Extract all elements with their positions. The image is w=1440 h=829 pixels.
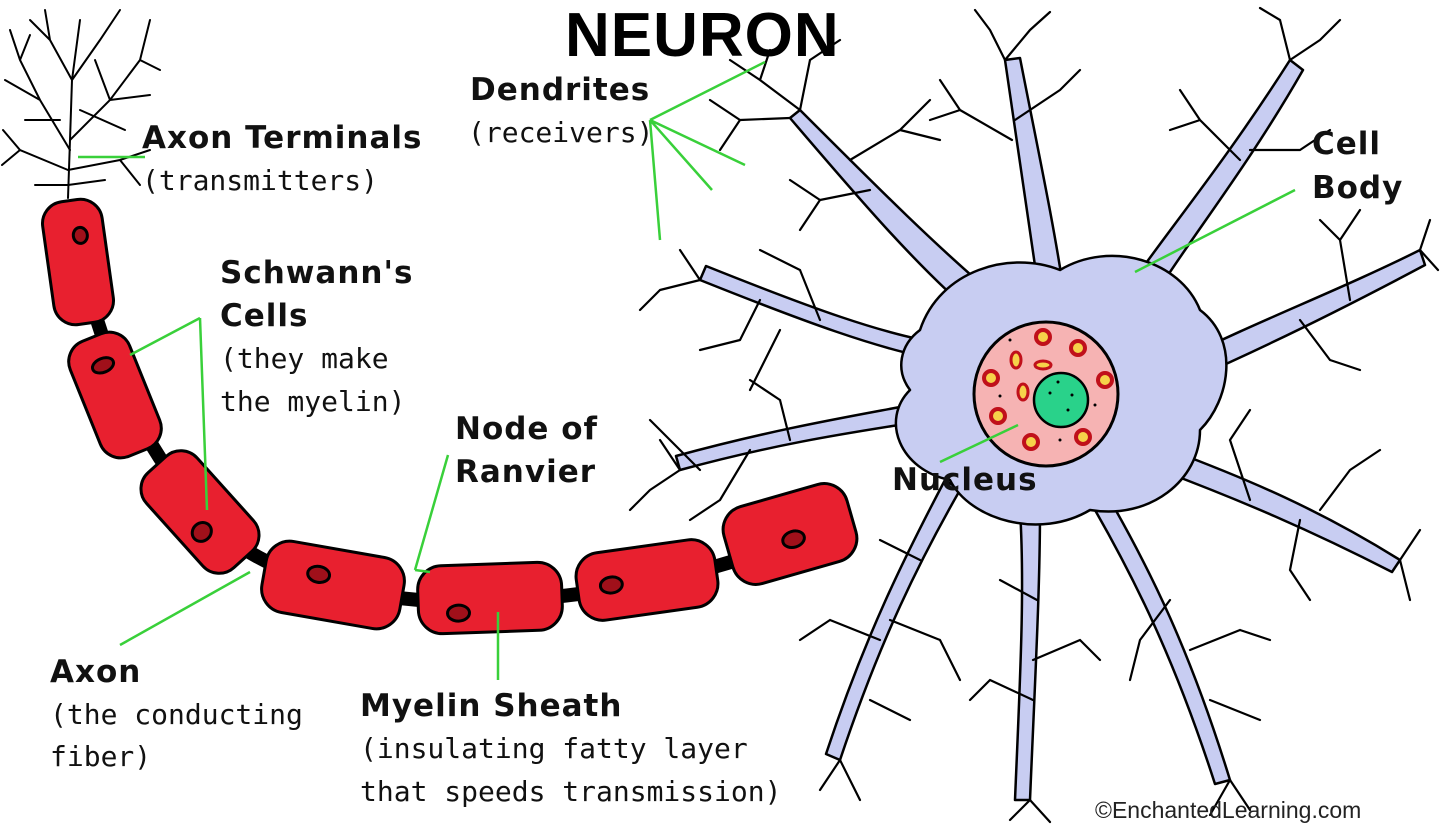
node-of-ranvier-leader xyxy=(413,454,450,574)
myelin-sheath xyxy=(41,197,859,636)
myelin-sheath-desc-line1: (insulating fatty layer xyxy=(360,732,748,765)
diagram-title: NEURON xyxy=(565,1,840,70)
myelin-sheath-label: Myelin Sheath xyxy=(360,688,623,724)
schwanns-cells-label-line2: Cells xyxy=(220,298,309,334)
axon-leader xyxy=(119,570,251,647)
cell-body-leader xyxy=(1134,188,1296,274)
nucleus-label: Nucleus xyxy=(892,462,1038,498)
schwanns-cells-desc-line2: the myelin) xyxy=(220,385,406,418)
axon-desc-line2: fiber) xyxy=(50,740,152,773)
cell-body-label-line1: Cell xyxy=(1312,126,1382,162)
nucleus xyxy=(972,320,1120,468)
copyright-notice: ©EnchantedLearning.com xyxy=(1095,797,1362,823)
schwanns-cells-label-line1: Schwann's xyxy=(220,255,414,291)
axon-terminals xyxy=(1,9,161,199)
schwanns-cells-leader xyxy=(129,316,209,511)
axon-desc-line1: (the conducting xyxy=(50,698,303,731)
nucleus-leader xyxy=(939,423,1019,464)
node-of-ranvier-label-line1: Node of xyxy=(455,411,599,447)
myelin-sheath-desc-line2: that speeds transmission) xyxy=(360,775,782,808)
schwanns-cells-desc-line1: (they make xyxy=(220,342,389,375)
cell-body-label-line2: Body xyxy=(1312,170,1404,206)
dendrites-leader xyxy=(648,60,766,241)
axon-terminals-desc: (transmitters) xyxy=(142,164,379,197)
dendrites-label: Dendrites xyxy=(470,72,651,108)
leader-lines xyxy=(78,60,1296,680)
axon-label: Axon xyxy=(50,654,142,690)
node-of-ranvier-label-line2: Ranvier xyxy=(455,454,597,490)
dendrites-desc: (receivers) xyxy=(468,116,654,149)
dendrite-branches xyxy=(628,6,1440,824)
axon-terminals-label: Axon Terminals xyxy=(142,120,423,156)
